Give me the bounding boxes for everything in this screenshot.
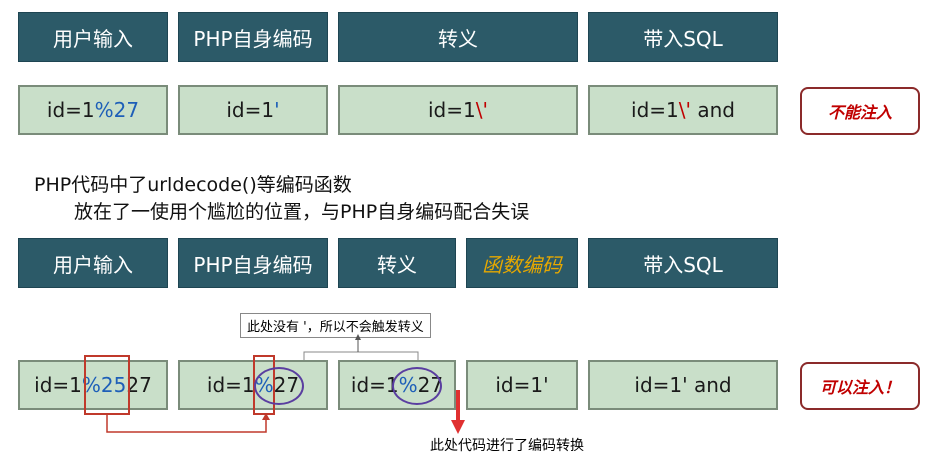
row1-value-3-pre: id=1 <box>631 98 679 122</box>
row2-status-badge: 可以注入！ <box>800 362 920 410</box>
row1-header-php-encode: PHP自身编码 <box>178 12 328 62</box>
row1-value-1-pre: id=1 <box>226 98 275 122</box>
row1-value-1-hl: ' <box>274 98 280 122</box>
row2-header-sql: 带入SQL <box>588 238 778 288</box>
highlight-ellipse-escape <box>392 367 442 405</box>
row1-header-sql: 带入SQL <box>588 12 778 62</box>
row1-value-0-hl: %27 <box>94 98 140 122</box>
highlight-box-user-input <box>84 355 130 415</box>
row2-value-1-pre: id=1 <box>206 373 255 397</box>
row1-value-php-encode: id=1' <box>178 85 328 135</box>
row1-header-escape: 转义 <box>338 12 578 62</box>
row1-value-3-hl: \' <box>678 98 691 122</box>
note-line-1: PHP代码中了urldecode()等编码函数 <box>34 174 352 196</box>
row2-header-func-encode: 函数编码 <box>466 238 578 288</box>
row1-header-user-input: 用户输入 <box>18 12 168 62</box>
row1-value-0-pre: id=1 <box>46 98 95 122</box>
row2-value-0-post: 27 <box>126 373 152 397</box>
row2-value-func-encode: id=1' <box>466 360 578 410</box>
note-line-2: 放在了一使用个尴尬的位置，与PHP自身编码配合失误 <box>74 201 530 223</box>
row2-value-0-pre: id=1 <box>34 373 82 397</box>
row1-value-2-pre: id=1 <box>428 98 476 122</box>
highlight-ellipse-php-encode <box>254 367 304 405</box>
row1-value-2-hl: \' <box>475 98 488 122</box>
callout-no-quote: 此处没有 '，所以不会触发转义 <box>240 313 431 338</box>
row2-value-0-hl: %25 <box>81 373 127 397</box>
row2-value-2-pre: id=1 <box>350 373 399 397</box>
row2-header-user-input: 用户输入 <box>18 238 168 288</box>
row1-value-sql: id=1\' and <box>588 85 778 135</box>
row2-header-php-encode: PHP自身编码 <box>178 238 328 288</box>
row2-value-sql: id=1' and <box>588 360 778 410</box>
row1-value-3-post: and <box>691 98 735 122</box>
row1-value-escape: id=1\' <box>338 85 578 135</box>
row1-status-badge: 不能注入 <box>800 87 920 135</box>
callout-encode-conversion: 此处代码进行了编码转换 <box>430 438 584 454</box>
row1-value-user-input: id=1%27 <box>18 85 168 135</box>
row2-header-func-encode-label: 函数编码 <box>482 252 562 277</box>
row2-header-escape: 转义 <box>338 238 456 288</box>
